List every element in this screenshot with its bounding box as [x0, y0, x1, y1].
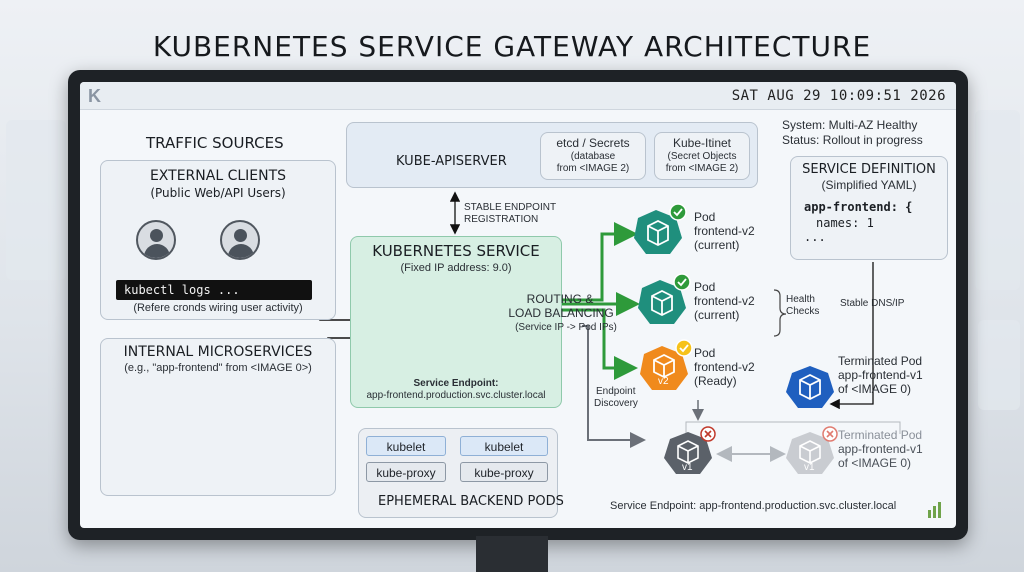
- etcd-title: etcd / Secrets: [556, 136, 630, 150]
- kubelet-chip-1: kubelet: [366, 436, 446, 456]
- user-avatar-icon: [220, 220, 260, 260]
- kubectl-command: kubectl logs ...: [116, 280, 312, 300]
- pod3-ready-icon: [675, 339, 693, 357]
- kubelet-chip-2: kubelet: [460, 436, 548, 456]
- pod1-line1: Pod: [694, 210, 716, 224]
- pod1-line3: (current): [694, 238, 740, 252]
- external-clients-subtitle: (Public Web/API Users): [150, 186, 286, 200]
- health-bracket: [773, 289, 787, 337]
- pod1-check-icon: [669, 203, 687, 221]
- backend-pods-label: EPHEMERAL BACKEND PODS: [378, 494, 564, 509]
- pod2-check-icon: [673, 273, 691, 291]
- health-checks-line1: Health: [786, 294, 815, 305]
- dns-arrow: [829, 262, 874, 410]
- kube-proxy-chip-2: kube-proxy: [460, 462, 548, 482]
- internal-microservices-title: INTERNAL MICROSERVICES: [123, 344, 313, 360]
- routing-line2: LOAD BALANCING: [508, 306, 614, 320]
- kubeitnet-box: [654, 132, 750, 180]
- health-checks-line2: Checks: [786, 306, 820, 317]
- pod3-cube-icon: [653, 353, 675, 379]
- dashboard-screen: K SAT AUG 29 10:09:51 2026: [80, 82, 956, 528]
- kubernetes-service-panel: [350, 236, 562, 408]
- background-panel: [978, 320, 1020, 410]
- terminated-line2: app-frontend-v1: [838, 368, 923, 382]
- etcd-line2: from <IMAGE 2): [556, 163, 630, 174]
- stable-dns-label: Stable DNS/IP: [840, 298, 905, 309]
- registration-line2: REGISTRATION: [464, 214, 539, 225]
- yaml-line2: names: 1: [816, 216, 874, 230]
- kubeitnet-line1: (Secret Objects: [667, 151, 737, 162]
- pod3-line2: frontend-v2: [694, 360, 755, 374]
- etcd-box: [540, 132, 646, 180]
- routing-line1: ROUTING &: [526, 292, 594, 306]
- monitor-stand: [476, 536, 548, 572]
- system-status: System: Multi-AZ Healthy: [782, 118, 918, 132]
- footer-endpoint: Service Endpoint: app-frontend.productio…: [610, 500, 897, 512]
- v1-cube-icon: [677, 440, 699, 464]
- etcd-line1: (database: [570, 151, 616, 162]
- external-clients-title: EXTERNAL CLIENTS: [149, 168, 287, 184]
- kubeitnet-title: Kube-Itinet: [672, 136, 732, 150]
- terminated-faded-line1: Terminated Pod: [838, 428, 923, 442]
- service-subtitle: (Fixed IP address: 9.0): [400, 262, 512, 274]
- user-avatar-icon: [136, 220, 176, 260]
- service-definition-panel: [790, 156, 948, 260]
- endpoint-discovery-line1: Endpoint: [596, 386, 636, 397]
- pod2-line1: Pod: [694, 280, 716, 294]
- registration-line1: STABLE ENDPOINT: [464, 202, 557, 213]
- monitor: K SAT AUG 29 10:09:51 2026: [68, 70, 968, 540]
- kubeitnet-line2: from <IMAGE 2): [665, 163, 739, 174]
- yaml-line1: app-frontend: {: [804, 200, 913, 214]
- external-note: (Refere cronds wiring user activity): [133, 302, 303, 314]
- pod1-cube-icon: [647, 219, 669, 247]
- kube-proxy-chip-1: kube-proxy: [366, 462, 446, 482]
- yaml-line3: ...: [804, 230, 826, 244]
- v1-faded-cube-icon: [799, 440, 821, 464]
- pod3-line3: (Ready): [694, 374, 737, 388]
- background-panel: [975, 110, 1020, 290]
- pod2-line3: (current): [694, 308, 740, 322]
- rollout-status: Status: Rollout in progress: [782, 133, 923, 147]
- apiserver-label: KUBE-APISERVER: [396, 154, 507, 169]
- terminated-line3: of <IMAGE 0): [838, 382, 912, 396]
- terminated-faded-line2: app-frontend-v1: [838, 442, 923, 456]
- service-definition-subtitle: (Simplified YAML): [821, 178, 917, 192]
- kubernetes-logo-icon: K: [88, 86, 101, 106]
- pod3-version-badge: v2: [658, 376, 669, 387]
- terminated-faded-line3: of <IMAGE 0): [838, 456, 912, 470]
- page-title: KUBERNETES SERVICE GATEWAY ARCHITECTURE: [152, 30, 872, 63]
- endpoint-discovery-arrow: [582, 325, 646, 448]
- chart-icon: [928, 502, 941, 518]
- traffic-sources-heading: TRAFFIC SOURCES: [146, 134, 284, 152]
- pod2-cube-icon: [651, 289, 673, 317]
- background-panel: [6, 120, 66, 280]
- terminated-line1: Terminated Pod: [838, 354, 923, 368]
- terminated-cube-icon: [799, 373, 821, 401]
- pod1-line2: frontend-v2: [694, 224, 755, 238]
- v1-bridge-line: [685, 421, 901, 434]
- service-endpoint: app-frontend.production.svc.cluster.loca…: [366, 390, 546, 401]
- service-endpoint-label: Service Endpoint:: [413, 378, 499, 389]
- pod2-line2: frontend-v2: [694, 294, 755, 308]
- service-definition-title: SERVICE DEFINITION: [802, 162, 936, 177]
- internal-microservices-subtitle: (e.g., "app-frontend" from <IMAGE 0>): [124, 362, 312, 374]
- routing-line3: (Service IP -> Pod IPs): [515, 322, 617, 333]
- top-bar: K SAT AUG 29 10:09:51 2026: [80, 82, 956, 110]
- datetime-display: SAT AUG 29 10:09:51 2026: [731, 88, 946, 104]
- internal-microservices-panel: [100, 338, 336, 496]
- pod3-line1: Pod: [694, 346, 716, 360]
- endpoint-discovery-line2: Discovery: [594, 398, 638, 409]
- v1-version-label: v1: [682, 462, 693, 473]
- service-title: KUBERNETES SERVICE: [372, 242, 540, 260]
- v1-faded-version-label: v1: [804, 462, 815, 473]
